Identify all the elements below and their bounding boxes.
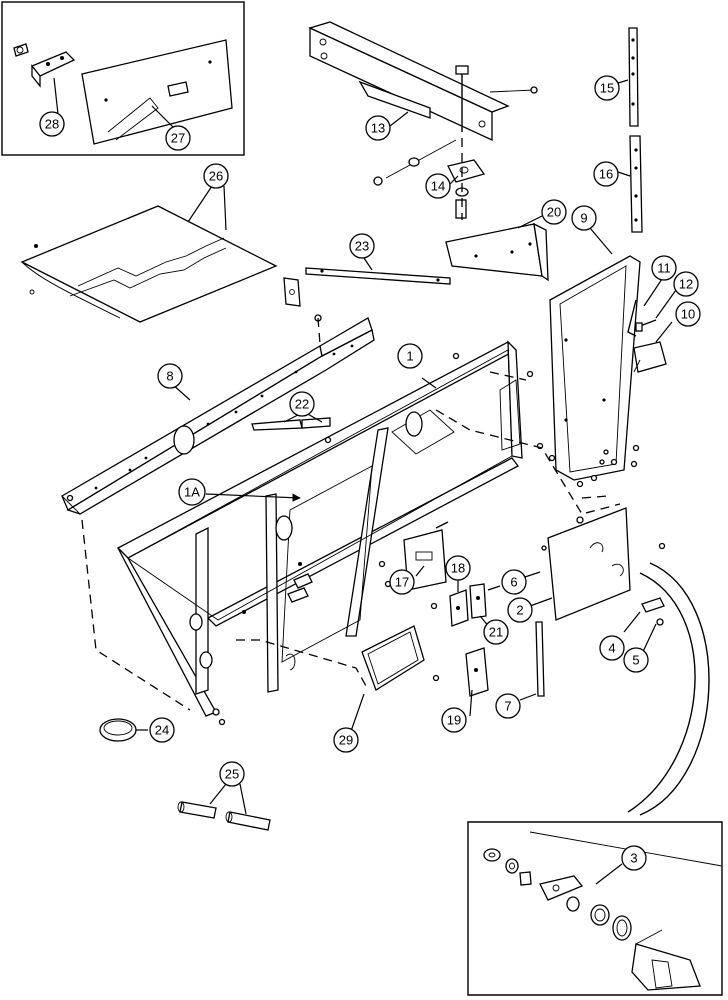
- callout-11-label: 11: [657, 261, 671, 276]
- callout-25: 25: [219, 761, 245, 787]
- mount-bracket-part-13: [308, 21, 510, 142]
- callout-16-label: 16: [599, 167, 613, 182]
- rod-part-7: [535, 621, 545, 697]
- bumper-part-10: [633, 341, 667, 373]
- callout-20: 20: [541, 199, 567, 225]
- callout-19-label: 19: [447, 713, 461, 728]
- callout-23-label: 23: [355, 239, 369, 254]
- access-door-part-2: [547, 507, 631, 621]
- cap-part-24: [99, 718, 137, 742]
- callout-1-label: 1: [406, 349, 413, 364]
- callout-1a: 1A: [178, 478, 206, 506]
- callout-13-label: 13: [371, 121, 385, 136]
- clamp-plate-part-14: [447, 159, 486, 183]
- callout-16: 16: [593, 161, 619, 187]
- bolt-part-12: [635, 319, 657, 332]
- callout-18-label: 18: [451, 561, 465, 576]
- callout-26: 26: [203, 163, 229, 189]
- callout-20-label: 20: [547, 205, 561, 220]
- inset-panel-top-left: [1, 1, 245, 156]
- callout-8-label: 8: [166, 369, 173, 384]
- pin-part-11: [627, 299, 637, 337]
- callout-6: 6: [501, 569, 527, 595]
- latch-part-4: [641, 597, 665, 613]
- callout-10: 10: [675, 301, 701, 327]
- callout-3-label: 3: [630, 851, 637, 866]
- callout-6-label: 6: [510, 575, 517, 590]
- callout-27: 27: [165, 125, 191, 151]
- callout-1: 1: [397, 343, 423, 369]
- callout-19: 19: [441, 707, 467, 733]
- callout-2: 2: [507, 597, 533, 623]
- inset-frame-top-left: [1, 1, 245, 156]
- callout-11: 11: [651, 255, 677, 281]
- plate-part-18: [449, 589, 469, 627]
- bar-part-23: [305, 267, 451, 285]
- callout-25-label: 25: [225, 767, 239, 782]
- callout-12: 12: [673, 271, 699, 297]
- callout-23: 23: [349, 233, 375, 259]
- callout-26-label: 26: [209, 169, 223, 184]
- callout-21-label: 21: [489, 625, 503, 640]
- callout-27-label: 27: [171, 131, 185, 146]
- callout-5: 5: [623, 647, 649, 673]
- plates-part-22: [251, 417, 331, 431]
- bracket-part-20: [445, 222, 549, 282]
- callout-7-label: 7: [504, 699, 511, 714]
- callout-29: 29: [333, 727, 359, 753]
- main-frame-part-1: [116, 340, 523, 717]
- small-plate-part-22-top: [283, 277, 301, 307]
- callout-8: 8: [157, 363, 183, 389]
- callout-24: 24: [149, 717, 175, 743]
- callout-24-label: 24: [155, 723, 169, 738]
- plate-part-19: [465, 647, 489, 697]
- fasteners: [66, 352, 666, 726]
- callout-14: 14: [425, 173, 451, 199]
- callout-14-label: 14: [431, 179, 445, 194]
- plate-part-21: [469, 583, 487, 619]
- cover-plate-part-29: [361, 625, 425, 691]
- callout-13: 13: [365, 115, 391, 141]
- callout-12-label: 12: [679, 277, 693, 292]
- panel-part-27: [81, 39, 233, 145]
- callout-21: 21: [483, 619, 509, 645]
- cross-beam-part-8: [61, 314, 375, 515]
- strap-part-16: [629, 135, 643, 233]
- callout-18: 18: [445, 555, 471, 581]
- callout-4: 4: [599, 635, 625, 661]
- latch-hardware-part-3: [483, 848, 701, 991]
- strap-part-15: [628, 27, 639, 127]
- callout-15-label: 15: [600, 81, 614, 96]
- callout-17: 17: [389, 569, 415, 595]
- callout-10-label: 10: [681, 307, 695, 322]
- callout-22-label: 22: [295, 397, 309, 412]
- callout-17-label: 17: [395, 575, 409, 590]
- inset-panel-bottom-right: [467, 821, 723, 996]
- callout-9-label: 9: [580, 211, 587, 226]
- callout-7: 7: [495, 693, 521, 719]
- bracket-part-28: [13, 43, 76, 88]
- callout-15: 15: [594, 75, 620, 101]
- assembly-dashed-lines: [81, 317, 621, 711]
- callout-28: 28: [39, 111, 65, 137]
- callout-2-label: 2: [516, 603, 523, 618]
- pins-part-25: [177, 801, 271, 831]
- leader-lines: [53, 77, 677, 885]
- callout-1a-label: 1A: [184, 485, 200, 500]
- callout-9: 9: [571, 205, 597, 231]
- callout-29-label: 29: [339, 733, 353, 748]
- side-shield-part-9: [549, 255, 641, 481]
- top-cover-part-26: [20, 205, 278, 323]
- callout-22: 22: [289, 391, 315, 417]
- callout-5-label: 5: [632, 653, 639, 668]
- inset-frame-bottom-right: [467, 821, 723, 996]
- callout-3: 3: [621, 845, 647, 871]
- callout-28-label: 28: [45, 117, 59, 132]
- callout-4-label: 4: [608, 641, 615, 656]
